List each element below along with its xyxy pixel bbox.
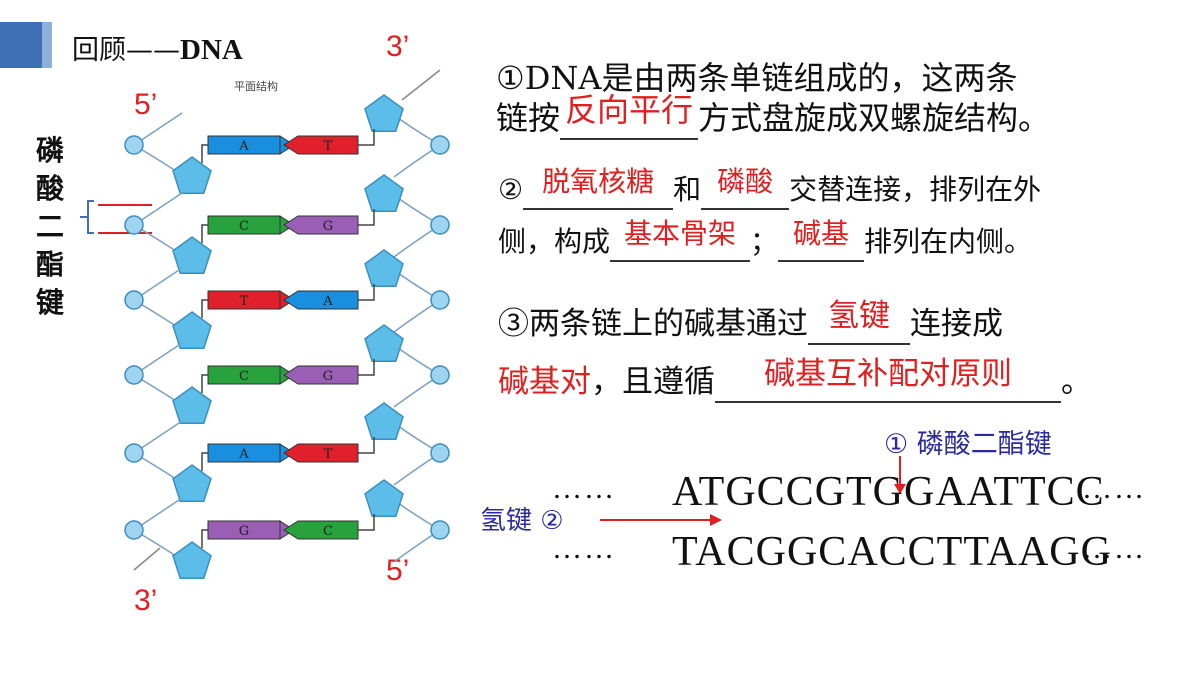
dots-top-left: …… bbox=[552, 472, 616, 505]
base-letter-right: T bbox=[324, 139, 333, 154]
phosphate-circle bbox=[124, 520, 144, 540]
base-letter-left: C bbox=[239, 219, 249, 234]
dots-bottom-left: …… bbox=[552, 532, 616, 565]
point-3-line-2: 碱基对，且遵循碱基互补配对原则。 bbox=[498, 356, 1092, 403]
bracket-icon bbox=[80, 200, 152, 234]
deoxyribose-pentagon bbox=[172, 541, 212, 579]
dots-bottom-right: …… bbox=[1082, 532, 1146, 565]
end-label-3prime-top: 3’ bbox=[386, 30, 410, 63]
base-link-left bbox=[201, 224, 210, 243]
phosphate-circle bbox=[430, 365, 450, 385]
base-block-right bbox=[283, 215, 359, 235]
base-link-right bbox=[356, 437, 375, 454]
base-letter-left: T bbox=[240, 294, 249, 309]
blank-fill-hydrogen-bond: 氢键 bbox=[828, 298, 890, 334]
base-letter-left: G bbox=[239, 524, 249, 539]
phosphate-circle bbox=[430, 443, 450, 463]
ladder-group: A T C G T A C G A T G C bbox=[124, 69, 450, 579]
base-link-left bbox=[201, 452, 210, 471]
end-label-5prime-bottom: 5’ bbox=[386, 554, 410, 587]
base-letter-right: A bbox=[322, 294, 333, 309]
title-accent-bar bbox=[0, 22, 52, 68]
phosphate-circle bbox=[124, 365, 144, 385]
end-label-3prime-bottom: 3’ bbox=[134, 584, 158, 617]
blank-fill-deoxyribose: 脱氧核糖 bbox=[542, 165, 655, 198]
blank-fill-complementary-rule: 碱基互补配对原则 bbox=[764, 356, 1012, 392]
phosphate-circle bbox=[124, 135, 144, 155]
base-letter-left: A bbox=[238, 139, 249, 154]
sequence-bottom: TACGGCACCTTAAGG bbox=[672, 529, 1112, 575]
arrow-down-icon bbox=[894, 456, 906, 494]
arrow-right-icon bbox=[600, 514, 722, 526]
strand-end-bottom bbox=[133, 547, 161, 571]
sequence-top: ATGCCGTGGAATTCC bbox=[672, 469, 1105, 515]
phosphate-circle bbox=[430, 290, 450, 310]
deoxyribose-pentagon bbox=[364, 94, 404, 132]
deoxyribose-pentagon bbox=[172, 311, 212, 349]
base-block-right bbox=[283, 443, 359, 463]
deoxyribose-pentagon bbox=[172, 236, 212, 274]
deoxyribose-pentagon bbox=[172, 464, 212, 502]
phosphate-circle bbox=[430, 215, 450, 235]
base-letter-left: C bbox=[239, 369, 249, 384]
base-link-right bbox=[356, 129, 375, 146]
base-block-right bbox=[283, 520, 359, 540]
point-3-line-1: ③两条链上的碱基通过氢键连接成 bbox=[498, 298, 1003, 345]
point-1: ①DNA是由两条单链组成的，这两条 链按反向平行方式盘旋成双螺旋结构。 bbox=[496, 58, 1050, 140]
phosphate-circle bbox=[124, 290, 144, 310]
base-letter-right: G bbox=[323, 369, 333, 384]
base-link-left bbox=[201, 299, 210, 318]
annotation-hydrogen-bond: 氢键 ② bbox=[480, 506, 564, 536]
phosphate-circle bbox=[124, 443, 144, 463]
deoxyribose-pentagon bbox=[172, 156, 212, 194]
base-letter-right: C bbox=[323, 524, 333, 539]
deoxyribose-pentagon bbox=[364, 402, 404, 440]
blank-fill-phosphate: 磷酸 bbox=[717, 165, 774, 198]
base-link-left bbox=[201, 529, 210, 548]
base-letter-right: G bbox=[323, 219, 333, 234]
base-block-right bbox=[283, 135, 359, 155]
dna-ladder-diagram: 平面结构 A T C G T A C G A T G C bbox=[124, 69, 450, 579]
base-link-right bbox=[356, 514, 375, 531]
deoxyribose-pentagon bbox=[364, 479, 404, 517]
phosphate-circle bbox=[430, 520, 450, 540]
page-title: 回顾——DNA bbox=[72, 34, 243, 66]
base-link-right bbox=[356, 284, 375, 301]
dots-top-right: …… bbox=[1082, 472, 1146, 505]
base-link-left bbox=[201, 374, 210, 393]
point-2-line-2: 侧，构成基本骨架；碱基排列在内侧。 bbox=[498, 217, 1032, 262]
base-link-right bbox=[356, 359, 375, 376]
base-link-right bbox=[356, 209, 375, 226]
annotation-phosphodiester: ① 磷酸二酯键 bbox=[884, 429, 1052, 460]
phosphate-circle bbox=[430, 135, 450, 155]
base-block-right bbox=[283, 290, 359, 310]
diagram-caption: 平面结构 bbox=[234, 79, 278, 93]
deoxyribose-pentagon bbox=[172, 386, 212, 424]
base-link-left bbox=[201, 144, 210, 163]
base-letter-right: T bbox=[324, 447, 333, 462]
deoxyribose-pentagon bbox=[364, 249, 404, 287]
fill-base-pair: 碱基对 bbox=[498, 364, 591, 400]
base-letter-left: A bbox=[238, 447, 249, 462]
base-block-right bbox=[283, 365, 359, 385]
side-label-phosphodiester: 磷 酸 二 酯 键 bbox=[35, 134, 64, 319]
blank-fill-antiparallel: 反向平行 bbox=[565, 91, 694, 129]
blank-fill-backbone: 基本骨架 bbox=[624, 217, 737, 250]
blank-fill-base: 碱基 bbox=[793, 217, 850, 250]
deoxyribose-pentagon bbox=[364, 174, 404, 212]
phosphate-circle bbox=[124, 215, 144, 235]
end-label-5prime-top: 5’ bbox=[134, 88, 158, 121]
strand-end-top bbox=[401, 69, 441, 101]
deoxyribose-pentagon bbox=[364, 324, 404, 362]
